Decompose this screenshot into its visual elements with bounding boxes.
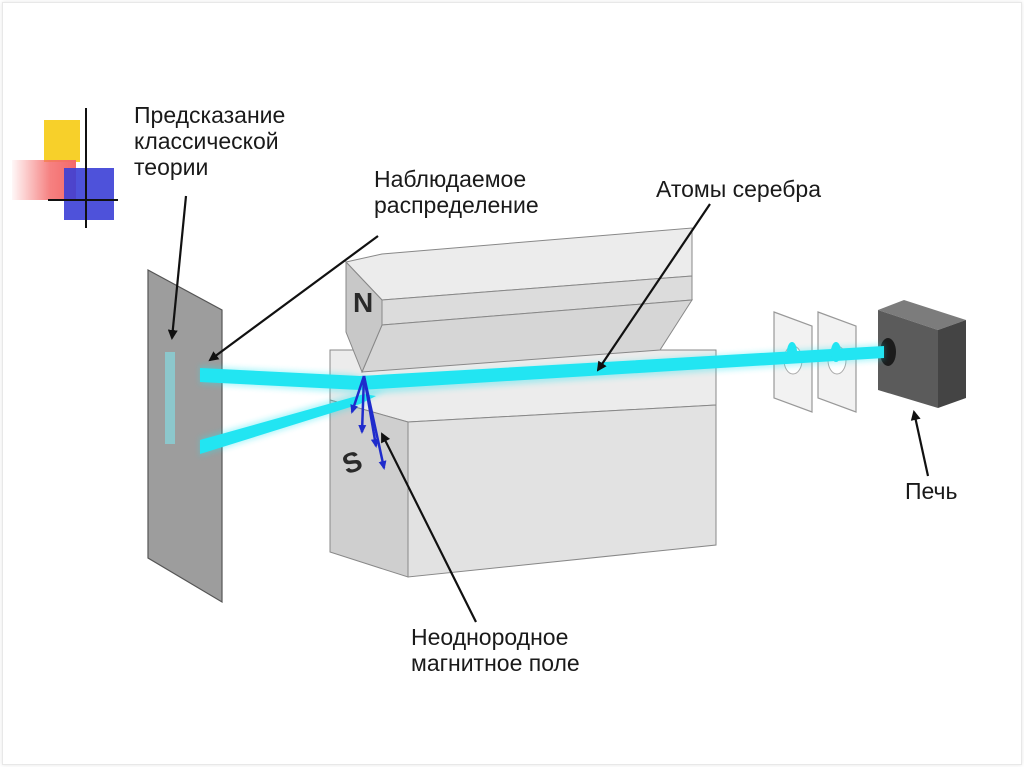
label-magnetic-field: Неоднородное магнитное поле bbox=[411, 624, 580, 676]
pointer-silver bbox=[596, 203, 711, 372]
pointer-field bbox=[381, 432, 477, 623]
label-classical-prediction: Предсказание классической теории bbox=[134, 102, 285, 180]
label-line: Предсказание bbox=[134, 102, 286, 128]
detector-screen bbox=[147, 268, 223, 604]
pointer-observed bbox=[208, 235, 379, 362]
label-oven: Печь bbox=[905, 478, 958, 504]
label-line: Наблюдаемое bbox=[374, 166, 527, 192]
label-line: теории bbox=[134, 154, 209, 180]
north-pole-label: N bbox=[353, 287, 373, 318]
label-line: Неоднородное bbox=[411, 624, 569, 650]
slide-corner-decoration bbox=[12, 108, 118, 228]
label-silver-atoms: Атомы серебра bbox=[656, 176, 822, 202]
atom-beams bbox=[200, 342, 884, 456]
label-line: распределение bbox=[374, 192, 539, 218]
label-line: магнитное поле bbox=[411, 650, 580, 676]
classical-prediction-spot bbox=[165, 352, 175, 444]
label-observed-distribution: Наблюдаемое распределение bbox=[374, 166, 539, 218]
label-line: классической bbox=[134, 128, 279, 154]
pointer-oven bbox=[910, 410, 930, 477]
pointer-lines bbox=[167, 195, 930, 623]
pointer-classical bbox=[167, 195, 188, 340]
field-arrows bbox=[350, 375, 387, 470]
magnet-north bbox=[345, 227, 693, 374]
oven bbox=[878, 300, 966, 408]
